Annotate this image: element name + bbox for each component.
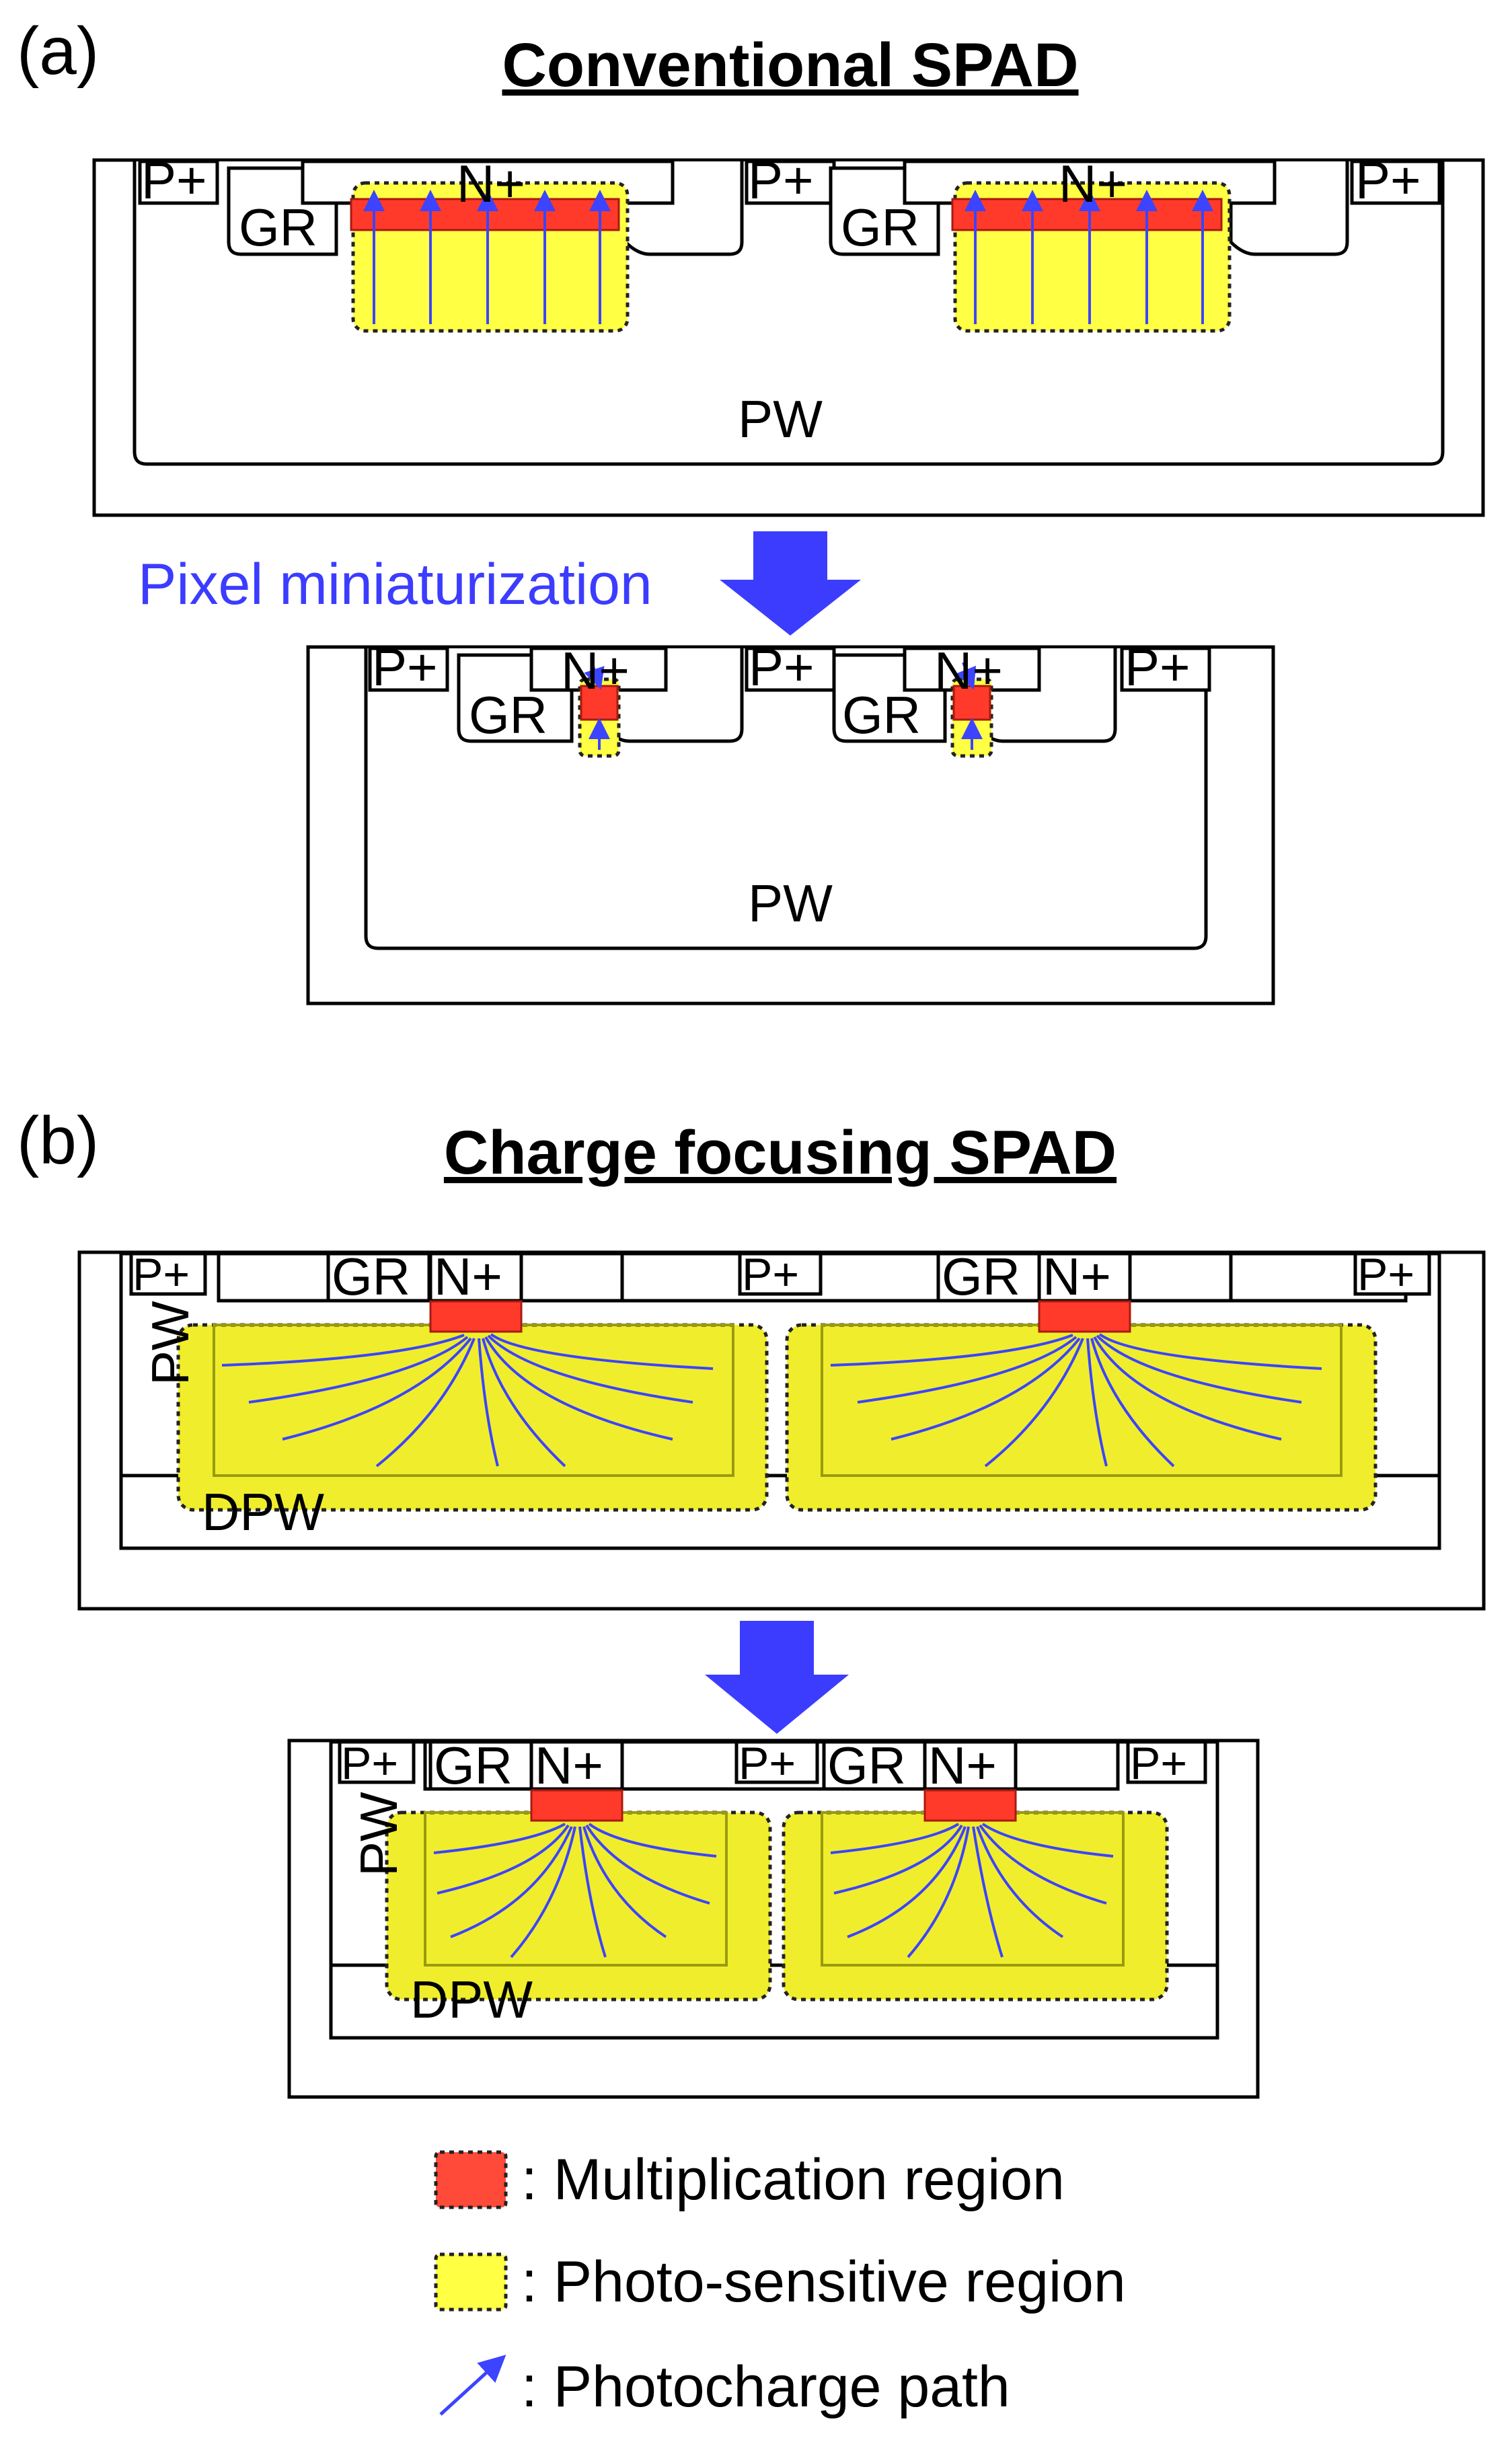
pixel-miniaturization-caption: Pixel miniaturization xyxy=(138,552,652,617)
label-p-plus: P+ xyxy=(739,1738,796,1789)
label-gr: GR xyxy=(827,1736,906,1795)
label-n-plus: N+ xyxy=(934,641,1003,700)
label-p-plus: P+ xyxy=(341,1738,398,1789)
label-p-plus: P+ xyxy=(748,151,814,210)
label-n-plus: N+ xyxy=(457,154,525,213)
down-arrow xyxy=(720,531,861,636)
label-p-plus: P+ xyxy=(742,1249,799,1300)
label-n-plus: N+ xyxy=(1043,1247,1111,1306)
down-arrow xyxy=(705,1621,849,1734)
label-dpw: DPW xyxy=(202,1482,324,1541)
label-p-plus: P+ xyxy=(1357,1249,1414,1300)
label-p-plus: P+ xyxy=(749,638,815,697)
label-p-plus: P+ xyxy=(1355,151,1421,210)
label-gr: GR xyxy=(842,685,921,745)
label-n-plus: N+ xyxy=(535,1736,603,1795)
legend-photocharge-path-icon xyxy=(439,2355,506,2416)
charge-focusing-spad-large: P+ P+ P+ GR GR N+ N+ PW DPW xyxy=(77,1247,1486,1611)
panel-a-label: (a) xyxy=(17,13,99,89)
label-pw: PW xyxy=(748,874,833,933)
label-p-plus: P+ xyxy=(1125,638,1190,697)
conventional-spad-small: P+ P+ P+ GR GR N+ N+ PW xyxy=(306,638,1275,1005)
label-p-plus: P+ xyxy=(141,151,207,210)
label-gr: GR xyxy=(239,198,317,257)
label-n-plus: N+ xyxy=(928,1736,997,1795)
label-n-plus: N+ xyxy=(561,641,630,700)
charge-focusing-spad-small: P+ P+ P+ GR GR N+ N+ PW DPW xyxy=(287,1736,1260,2099)
label-gr: GR xyxy=(841,198,919,257)
legend-multiplication-swatch xyxy=(434,2150,508,2209)
legend-photo-sensitive-label: : Photo-sensitive region xyxy=(521,2250,1126,2314)
legend-multiplication-label: : Multiplication region xyxy=(521,2147,1065,2212)
label-p-plus: P+ xyxy=(133,1249,190,1300)
label-pw: PW xyxy=(141,1301,200,1385)
label-pw: PW xyxy=(349,1792,408,1876)
panel-a-title: Conventional SPAD xyxy=(502,31,1078,100)
legend-photocharge-label: : Photocharge path xyxy=(521,2355,1010,2419)
legend: : Multiplication region : Photo-sensitiv… xyxy=(434,2147,1126,2419)
label-gr: GR xyxy=(942,1247,1020,1306)
panel-b-title: Charge focusing SPAD xyxy=(444,1118,1117,1187)
legend-photo-sensitive-swatch xyxy=(434,2252,508,2312)
panel-b-label: (b) xyxy=(17,1103,99,1178)
conventional-spad-large: P+ P+ P+ GR GR N+ N+ PW xyxy=(92,151,1485,517)
label-gr: GR xyxy=(332,1247,410,1306)
label-gr: GR xyxy=(469,685,547,745)
label-p-plus: P+ xyxy=(1130,1738,1187,1789)
label-pw: PW xyxy=(738,389,823,449)
label-n-plus: N+ xyxy=(1059,154,1127,213)
label-n-plus: N+ xyxy=(434,1247,502,1306)
label-gr: GR xyxy=(434,1736,513,1795)
label-p-plus: P+ xyxy=(372,638,438,697)
label-dpw: DPW xyxy=(410,1970,533,2029)
